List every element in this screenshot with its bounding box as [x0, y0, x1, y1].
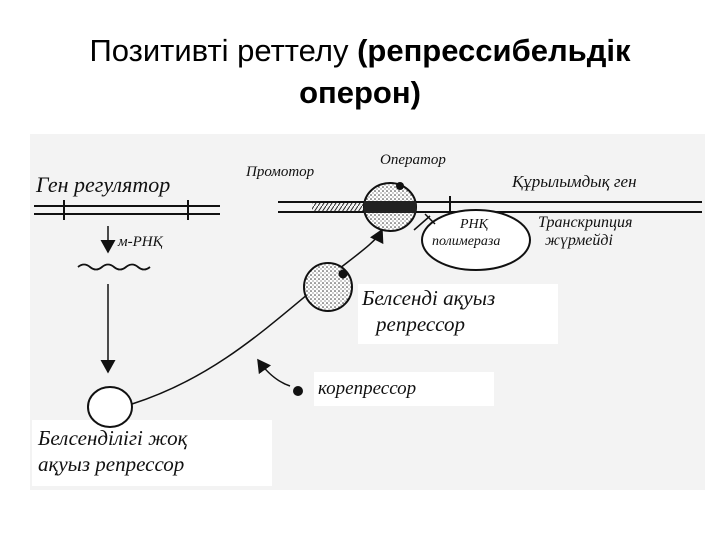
corepressor-arrow — [257, 358, 291, 387]
mrna-label: м-РНҚ — [118, 234, 163, 250]
diagram-graphics — [32, 182, 702, 486]
rna-polymerase-label-1: РНҚ — [460, 217, 488, 232]
operator-label: Оператор — [380, 152, 446, 168]
inactive-repressor-label-2: ақуыз репрессор — [38, 452, 185, 476]
active-repressor-label-2: репрессор — [376, 312, 465, 336]
inactive-repressor-label-1: Белсенділігі жоқ — [38, 426, 188, 450]
rna-polymerase-label-2: полимераза — [432, 234, 501, 249]
title-bold-text-1: (репрессибельдік — [357, 33, 631, 68]
regulator-gene-dna — [34, 200, 220, 220]
operon-diagram: Ген регулятор м-РНҚ Промотор Оператор Құ… — [30, 134, 705, 490]
polymerase-block-line — [413, 215, 431, 231]
mrna-wave — [77, 263, 151, 271]
promoter-region — [312, 203, 374, 211]
transcription-label-1: Транскрипция — [538, 214, 633, 231]
gene-regulator-label: Ген регулятор — [36, 172, 171, 197]
transcription-label-2: жүрмейді — [545, 232, 613, 249]
title-bold-text-2: оперон) — [299, 75, 421, 110]
slide-title: Позитивті реттелу (репрессибельдік оперо… — [0, 30, 720, 114]
inactive-repressor-circle — [87, 386, 133, 428]
polymerase-block-bar — [424, 213, 436, 225]
structural-gene-label: Құрылымдық ген — [512, 172, 637, 191]
title-plain-text: Позитивті реттелу — [89, 33, 358, 68]
corepressor-label: корепрессор — [318, 378, 417, 399]
corepressor-dot — [293, 386, 303, 396]
promoter-label: Промотор — [246, 164, 315, 180]
active-repressor-label-1: Белсенді ақуыз — [362, 286, 496, 310]
repressor-pathway-curve — [131, 228, 384, 405]
operator-bound-repressor — [363, 182, 417, 232]
active-repressor — [303, 262, 353, 312]
rna-polymerase-ellipse — [421, 209, 531, 271]
